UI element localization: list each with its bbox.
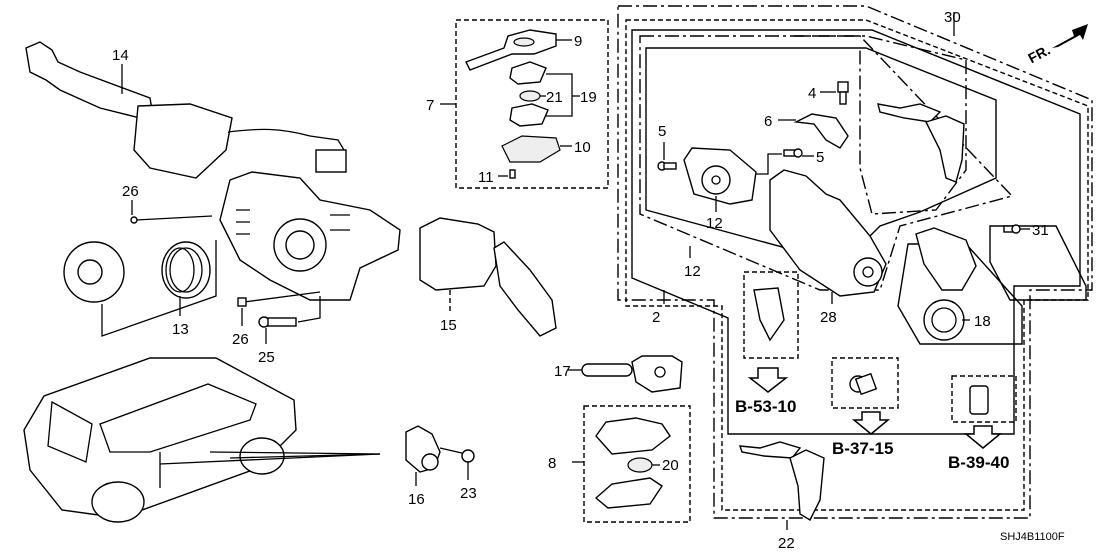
reference-b-37-15-label[interactable]: B-37-15 bbox=[832, 439, 893, 458]
callout-29: 22 bbox=[778, 535, 795, 552]
callout-25: 25 bbox=[258, 349, 275, 366]
callout-16: 16 bbox=[408, 491, 425, 508]
callout-13: 13 bbox=[172, 321, 189, 338]
callout-6: 6 bbox=[764, 113, 772, 130]
callout-26-upper: 26 bbox=[122, 183, 139, 200]
remote-key-group-7: 7 9 21 19 10 11 bbox=[426, 19, 609, 189]
wiper-switch-15: 15 bbox=[419, 217, 557, 337]
callout-5-right: 5 bbox=[816, 149, 824, 166]
callout-31: 30 bbox=[944, 9, 961, 26]
callout-9: 9 bbox=[574, 33, 582, 50]
reference-b-37-15: B-37-15 bbox=[831, 357, 899, 458]
callout-10: 10 bbox=[574, 139, 591, 156]
callout-2-leader: 12 bbox=[684, 246, 701, 280]
key-cylinder-17: 18 bbox=[915, 227, 991, 341]
screw-18: 31 bbox=[1003, 222, 1049, 239]
cable-reel-13: 13 bbox=[63, 240, 217, 338]
bolt-23: 23 bbox=[439, 447, 477, 502]
callout-4: 4 bbox=[808, 85, 816, 102]
switch-16: 16 bbox=[405, 425, 441, 508]
callout-8: 17 bbox=[554, 363, 571, 380]
switch-body-assembly bbox=[219, 171, 401, 301]
callout-28: 2 bbox=[652, 309, 660, 326]
screw-26-upper: 26 bbox=[122, 183, 213, 224]
vehicle-location-view bbox=[23, 357, 381, 523]
callout-2: 12 bbox=[684, 263, 701, 280]
callout-7: 7 bbox=[426, 97, 434, 114]
callout-19: 19 bbox=[580, 89, 597, 106]
kit-outline-frames bbox=[617, 5, 1093, 519]
combination-switch-lever-14: 14 bbox=[25, 41, 347, 179]
remote-transmitter-20: 8 20 bbox=[548, 405, 691, 523]
callout-20: 8 bbox=[548, 455, 556, 472]
callout-15: 15 bbox=[440, 317, 457, 334]
key-set-31: 30 bbox=[877, 9, 965, 183]
callout-14: 14 bbox=[112, 47, 129, 64]
callout-30: 28 bbox=[820, 309, 837, 326]
steering-lock-30: 28 bbox=[769, 169, 887, 326]
callout-5-left: 5 bbox=[658, 123, 666, 140]
callout-18: 31 bbox=[1032, 222, 1049, 239]
diagram-code: SHJ4B1100F bbox=[1000, 531, 1065, 543]
reference-b-39-40: B-39-40 bbox=[948, 375, 1017, 472]
callout-26-lower: 26 bbox=[232, 331, 249, 348]
reference-b-53-10-label[interactable]: B-53-10 bbox=[735, 397, 796, 416]
callout-21: 21 bbox=[546, 89, 563, 106]
front-direction-marker: FR. bbox=[1025, 24, 1088, 66]
callout-22: 20 bbox=[662, 457, 679, 474]
ignition-switch-12: 12 bbox=[683, 147, 757, 232]
callout-11: 11 bbox=[478, 169, 494, 186]
screw-26-lower: 26 bbox=[232, 291, 321, 348]
bolt-4: 4 bbox=[808, 81, 849, 105]
callout-23: 23 bbox=[460, 485, 477, 502]
screw-5-right: 5 bbox=[754, 148, 824, 175]
callout-17: 18 bbox=[974, 313, 991, 330]
bracket-6: 6 bbox=[764, 113, 849, 149]
key-8: 17 bbox=[554, 355, 683, 393]
callout-28-leader: 2 bbox=[652, 290, 665, 326]
callout-12: 12 bbox=[706, 215, 723, 232]
front-arrow-icon bbox=[1052, 24, 1088, 48]
reference-b-53-10: B-53-10 bbox=[735, 271, 799, 416]
front-direction-label: FR. bbox=[1025, 42, 1052, 67]
key-set-29: 22 bbox=[738, 441, 825, 552]
screw-5-left: 5 bbox=[657, 123, 677, 171]
bolt-25: 25 bbox=[258, 296, 321, 366]
reference-b-39-40-label[interactable]: B-39-40 bbox=[948, 453, 1009, 472]
